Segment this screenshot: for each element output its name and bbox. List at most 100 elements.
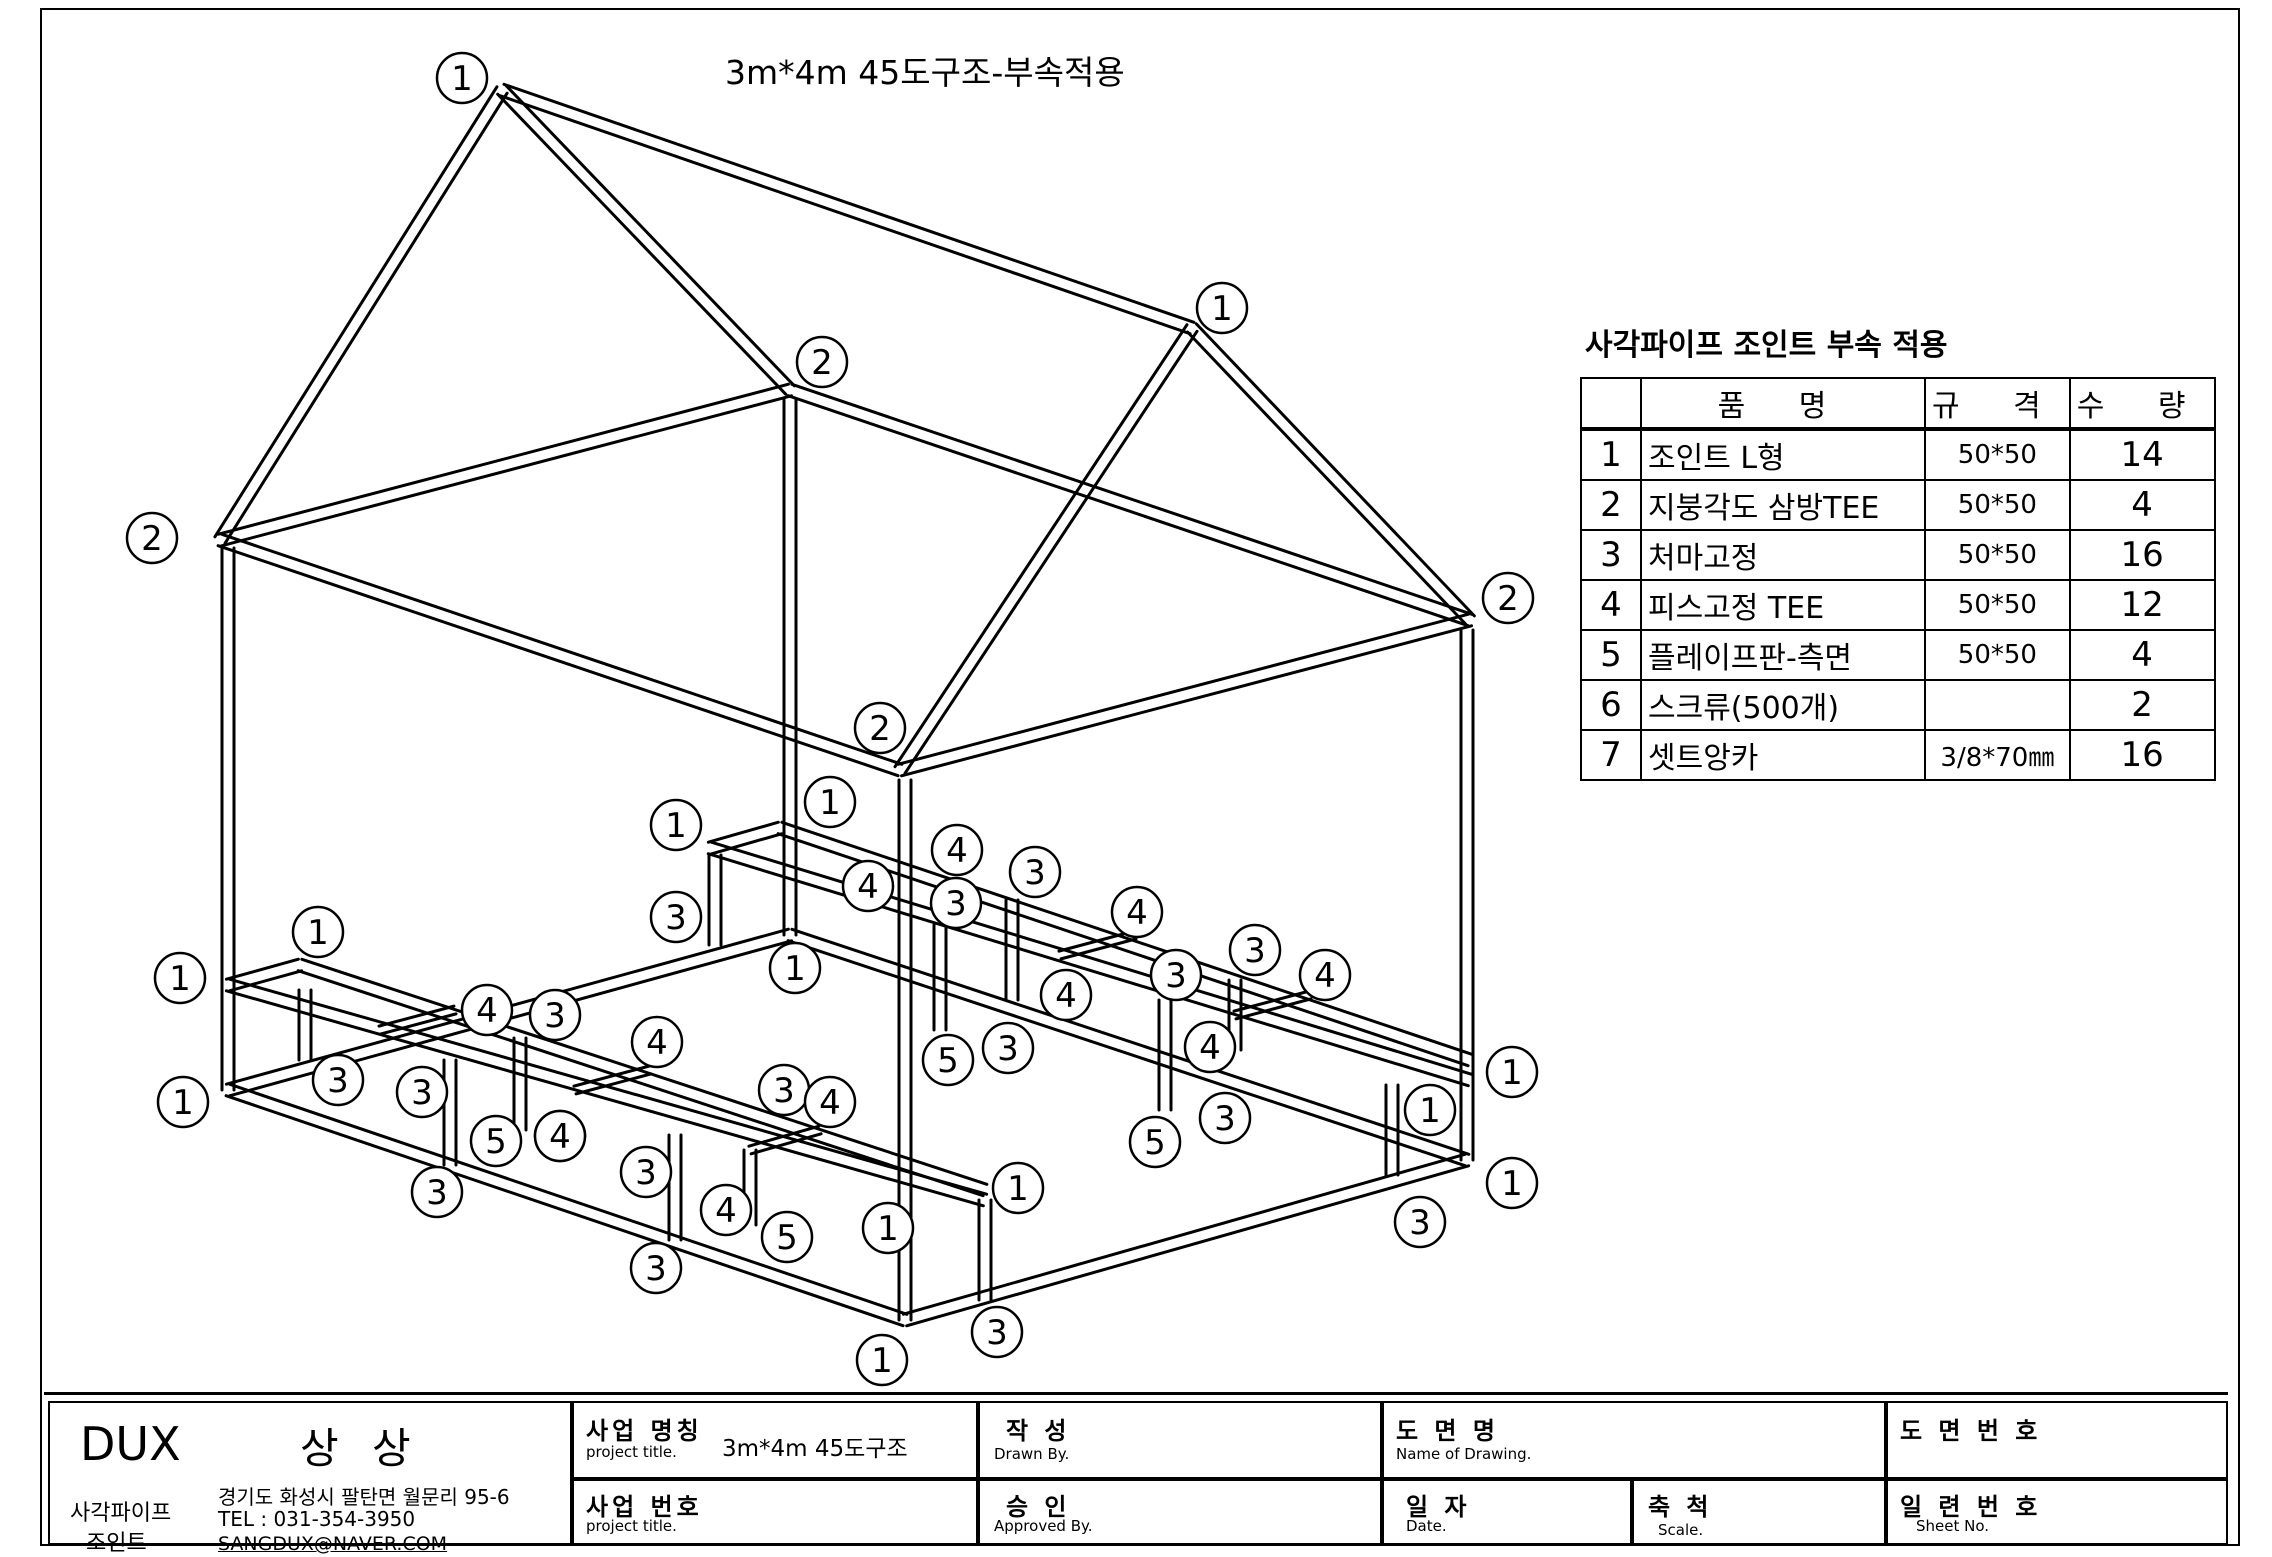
- drawn-by-cell: 작 성 Drawn By.: [978, 1401, 1382, 1479]
- callout-circle: [1110, 885, 1164, 939]
- callout-circle: [1228, 923, 1282, 977]
- rafter-pipe: [223, 91, 509, 545]
- bench-pipe: [300, 957, 989, 1186]
- callout-number: 3: [327, 1061, 349, 1101]
- row-spec: 50*50: [1924, 428, 2071, 481]
- row-spec: 50*50: [1924, 629, 2071, 681]
- part-callout-1: 1: [153, 951, 207, 1005]
- callout-number: 3: [635, 1153, 657, 1193]
- callout-number: 3: [773, 1071, 795, 1111]
- bench-pipe: [224, 957, 300, 981]
- callout-circle: [649, 798, 703, 852]
- parts-table-title: 사각파이프 조인트 부속 적용: [1585, 328, 1948, 363]
- part-callout-3: 3: [970, 1305, 1024, 1359]
- row-name: 피스고정 TEE: [1640, 579, 1926, 631]
- part-callout-3: 3: [929, 876, 983, 930]
- project-no-label: 사업 번호: [586, 1493, 703, 1521]
- rafter-pipe: [504, 84, 796, 388]
- base-pipe: [228, 1082, 909, 1316]
- row-spec: 50*50: [1924, 579, 2071, 631]
- callout-circle: [156, 1075, 210, 1129]
- row-qty: 4: [2068, 479, 2216, 531]
- part-callout-1: 1: [1485, 1156, 1539, 1210]
- callout-circle: [921, 1033, 975, 1087]
- date-sub: Date.: [1406, 1517, 1447, 1535]
- row-name: 지붕각도 삼방TEE: [1640, 479, 1926, 531]
- callout-circle: [1183, 1020, 1237, 1074]
- callout-number: 3: [411, 1073, 433, 1113]
- rafter-pipe: [903, 329, 1199, 775]
- gable-beam: [216, 382, 790, 536]
- row-spec: 3/8*70㎜: [1924, 729, 2071, 781]
- brand-korean: 상 상: [300, 1424, 421, 1473]
- callout-number: 1: [665, 806, 687, 846]
- parts-table: 품 명 규 격 수 량 1 조인트 L형 50*50 14 2 지붕각도 삼방T…: [1580, 377, 2216, 781]
- callout-circle: [395, 1065, 449, 1119]
- callout-circle: [929, 876, 983, 930]
- drawing-name-label: 도 면 명: [1396, 1417, 1499, 1445]
- callout-number: 2: [1497, 579, 1519, 619]
- project-no-cell: 사업 번호 project title.: [572, 1479, 978, 1545]
- base-pipe: [905, 1164, 1471, 1328]
- bench-pipe: [296, 969, 985, 1198]
- callout-number: 3: [1244, 931, 1266, 971]
- row-name: 처마고정: [1640, 529, 1926, 581]
- part-callout-4: 4: [533, 1109, 587, 1163]
- callout-circle: [528, 988, 582, 1042]
- row-name: 스크류(500개): [1640, 679, 1926, 731]
- row-no: 1: [1580, 428, 1642, 481]
- part-callout-5: 5: [1128, 1115, 1182, 1169]
- callout-circle: [1485, 1156, 1539, 1210]
- part-callout-3: 3: [981, 1021, 1035, 1075]
- row-spec: [1924, 679, 2071, 731]
- part-callout-1: 1: [768, 941, 822, 995]
- callout-number: 1: [1501, 1053, 1523, 1093]
- scale-cell: 축 척 Scale.: [1632, 1479, 1886, 1545]
- brand-logo: DUX: [80, 1417, 181, 1471]
- bench-pipe: [710, 840, 1474, 1076]
- cross-pipe: [1057, 929, 1136, 953]
- callout-circle: [619, 1145, 673, 1199]
- callout-circle: [930, 823, 984, 877]
- bench-pipe: [706, 820, 780, 844]
- scale-sub: Scale.: [1658, 1521, 1704, 1539]
- drawn-by-sub: Drawn By.: [994, 1445, 1070, 1463]
- bench-pipe: [228, 969, 304, 993]
- callout-circle: [1039, 968, 1093, 1022]
- company-name-line1: 사각파이프: [70, 1501, 172, 1526]
- part-callout-1: 1: [1485, 1045, 1539, 1099]
- gable-beam: [220, 394, 794, 548]
- row-no: 7: [1580, 729, 1642, 781]
- rafter-pipe: [213, 85, 499, 539]
- sheet-no-label: 일 련 번 호: [1900, 1493, 2042, 1521]
- callout-circle: [803, 775, 857, 829]
- callout-number: 4: [476, 991, 498, 1031]
- cross-pipe: [379, 1012, 458, 1036]
- callout-circle: [970, 1305, 1024, 1359]
- ridge-pipe: [498, 94, 1192, 336]
- row-name: 조인트 L형: [1640, 428, 1926, 481]
- drawing-no-cell: 도 면 번 호: [1886, 1401, 2228, 1479]
- table-row: 3 처마고정 50*50 16: [1580, 529, 2216, 581]
- callout-circle: [435, 51, 489, 105]
- approved-by-cell: 승 인 Approved By.: [978, 1479, 1382, 1545]
- rafter-pipe: [1194, 322, 1476, 618]
- project-name-value: 3m*4m 45도구조: [722, 1436, 908, 1462]
- part-callout-1: 1: [1403, 1083, 1457, 1137]
- part-callout-3: 3: [1393, 1195, 1447, 1249]
- company-cell: DUX 상 상 사각파이프 조인트 경기도 화성시 팔탄면 월문리 95-6 T…: [48, 1401, 572, 1556]
- part-callout-3: 3: [410, 1165, 464, 1219]
- callout-number: 1: [1007, 1169, 1029, 1209]
- callout-circle: [1403, 1083, 1457, 1137]
- cross-pipe: [1059, 937, 1138, 961]
- project-no-sub: project title.: [586, 1517, 677, 1535]
- callout-circle: [760, 1210, 814, 1264]
- callout-circle: [460, 983, 514, 1037]
- callout-circle: [768, 941, 822, 995]
- callout-number: 4: [646, 1023, 668, 1063]
- drawing-name-sub: Name of Drawing.: [1396, 1445, 1532, 1463]
- rafter-pipe: [496, 92, 788, 396]
- row-qty: 16: [2068, 729, 2216, 781]
- part-callout-5: 5: [469, 1114, 523, 1168]
- callout-number: 1: [451, 59, 473, 99]
